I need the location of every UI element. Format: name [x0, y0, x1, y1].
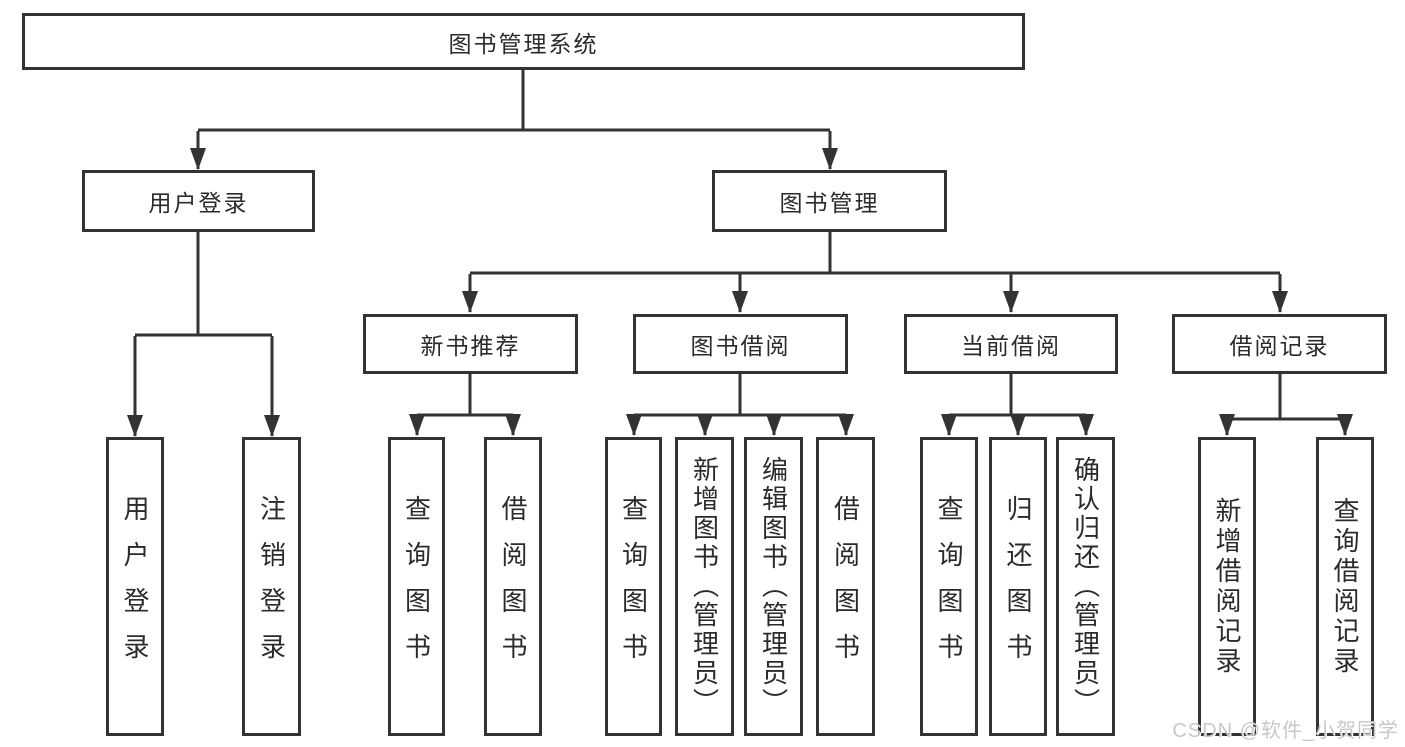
node-label: 归还图书 [1003, 494, 1033, 679]
node-root-book-management-system: 图书管理系统 [22, 13, 1025, 70]
node-label: 新书推荐 [420, 333, 521, 359]
leaf-user-login: 用户登录 [106, 437, 164, 736]
leaf-return-book: 归还图书 [989, 437, 1047, 736]
node-user-login: 用户登录 [82, 170, 315, 232]
leaf-query-books-borrow: 查询图书 [605, 437, 662, 736]
node-label: 新增图书（管理员） [689, 456, 720, 717]
leaf-query-books-recommend: 查询图书 [388, 437, 445, 736]
node-new-book-recommend: 新书推荐 [363, 314, 578, 374]
node-label: 编辑图书（管理员） [758, 456, 789, 717]
leaf-add-borrow-record: 新增借阅记录 [1198, 437, 1256, 736]
node-label: 查询图书 [934, 494, 964, 679]
node-borrow-records: 借阅记录 [1172, 314, 1387, 374]
leaf-borrow-books-recommend: 借阅图书 [484, 437, 542, 736]
leaf-edit-book-admin: 编辑图书（管理员） [744, 437, 803, 736]
node-label: 图书借阅 [690, 333, 791, 359]
node-label: 图书管理 [779, 190, 880, 216]
leaf-confirm-return-admin: 确认归还（管理员） [1056, 437, 1115, 736]
leaf-borrow-books: 借阅图书 [816, 437, 875, 736]
leaf-logout: 注销登录 [242, 437, 301, 736]
node-label: 借阅记录 [1229, 333, 1330, 359]
node-book-borrow: 图书借阅 [633, 314, 848, 374]
node-label: 借阅图书 [498, 494, 528, 679]
node-label: 新增借阅记录 [1212, 496, 1242, 677]
csdn-watermark: CSDN @软件_小贺同学 [1172, 720, 1399, 742]
node-current-borrow: 当前借阅 [904, 314, 1118, 374]
node-label: 注销登录 [256, 494, 287, 679]
node-label: 用户登录 [120, 494, 150, 679]
node-label: 查询图书 [618, 494, 649, 679]
node-label: 查询图书 [401, 494, 432, 679]
node-label: 确认归还（管理员） [1070, 456, 1101, 717]
leaf-add-book-admin: 新增图书（管理员） [675, 437, 734, 736]
node-label: 查询借阅记录 [1330, 496, 1360, 677]
node-label: 图书管理系统 [448, 30, 599, 57]
node-label: 当前借阅 [961, 333, 1061, 359]
node-book-management: 图书管理 [712, 170, 947, 232]
node-label: 借阅图书 [830, 494, 861, 679]
node-label: 用户登录 [148, 190, 249, 216]
leaf-query-books-current: 查询图书 [920, 437, 978, 736]
leaf-query-borrow-record: 查询借阅记录 [1316, 437, 1374, 736]
